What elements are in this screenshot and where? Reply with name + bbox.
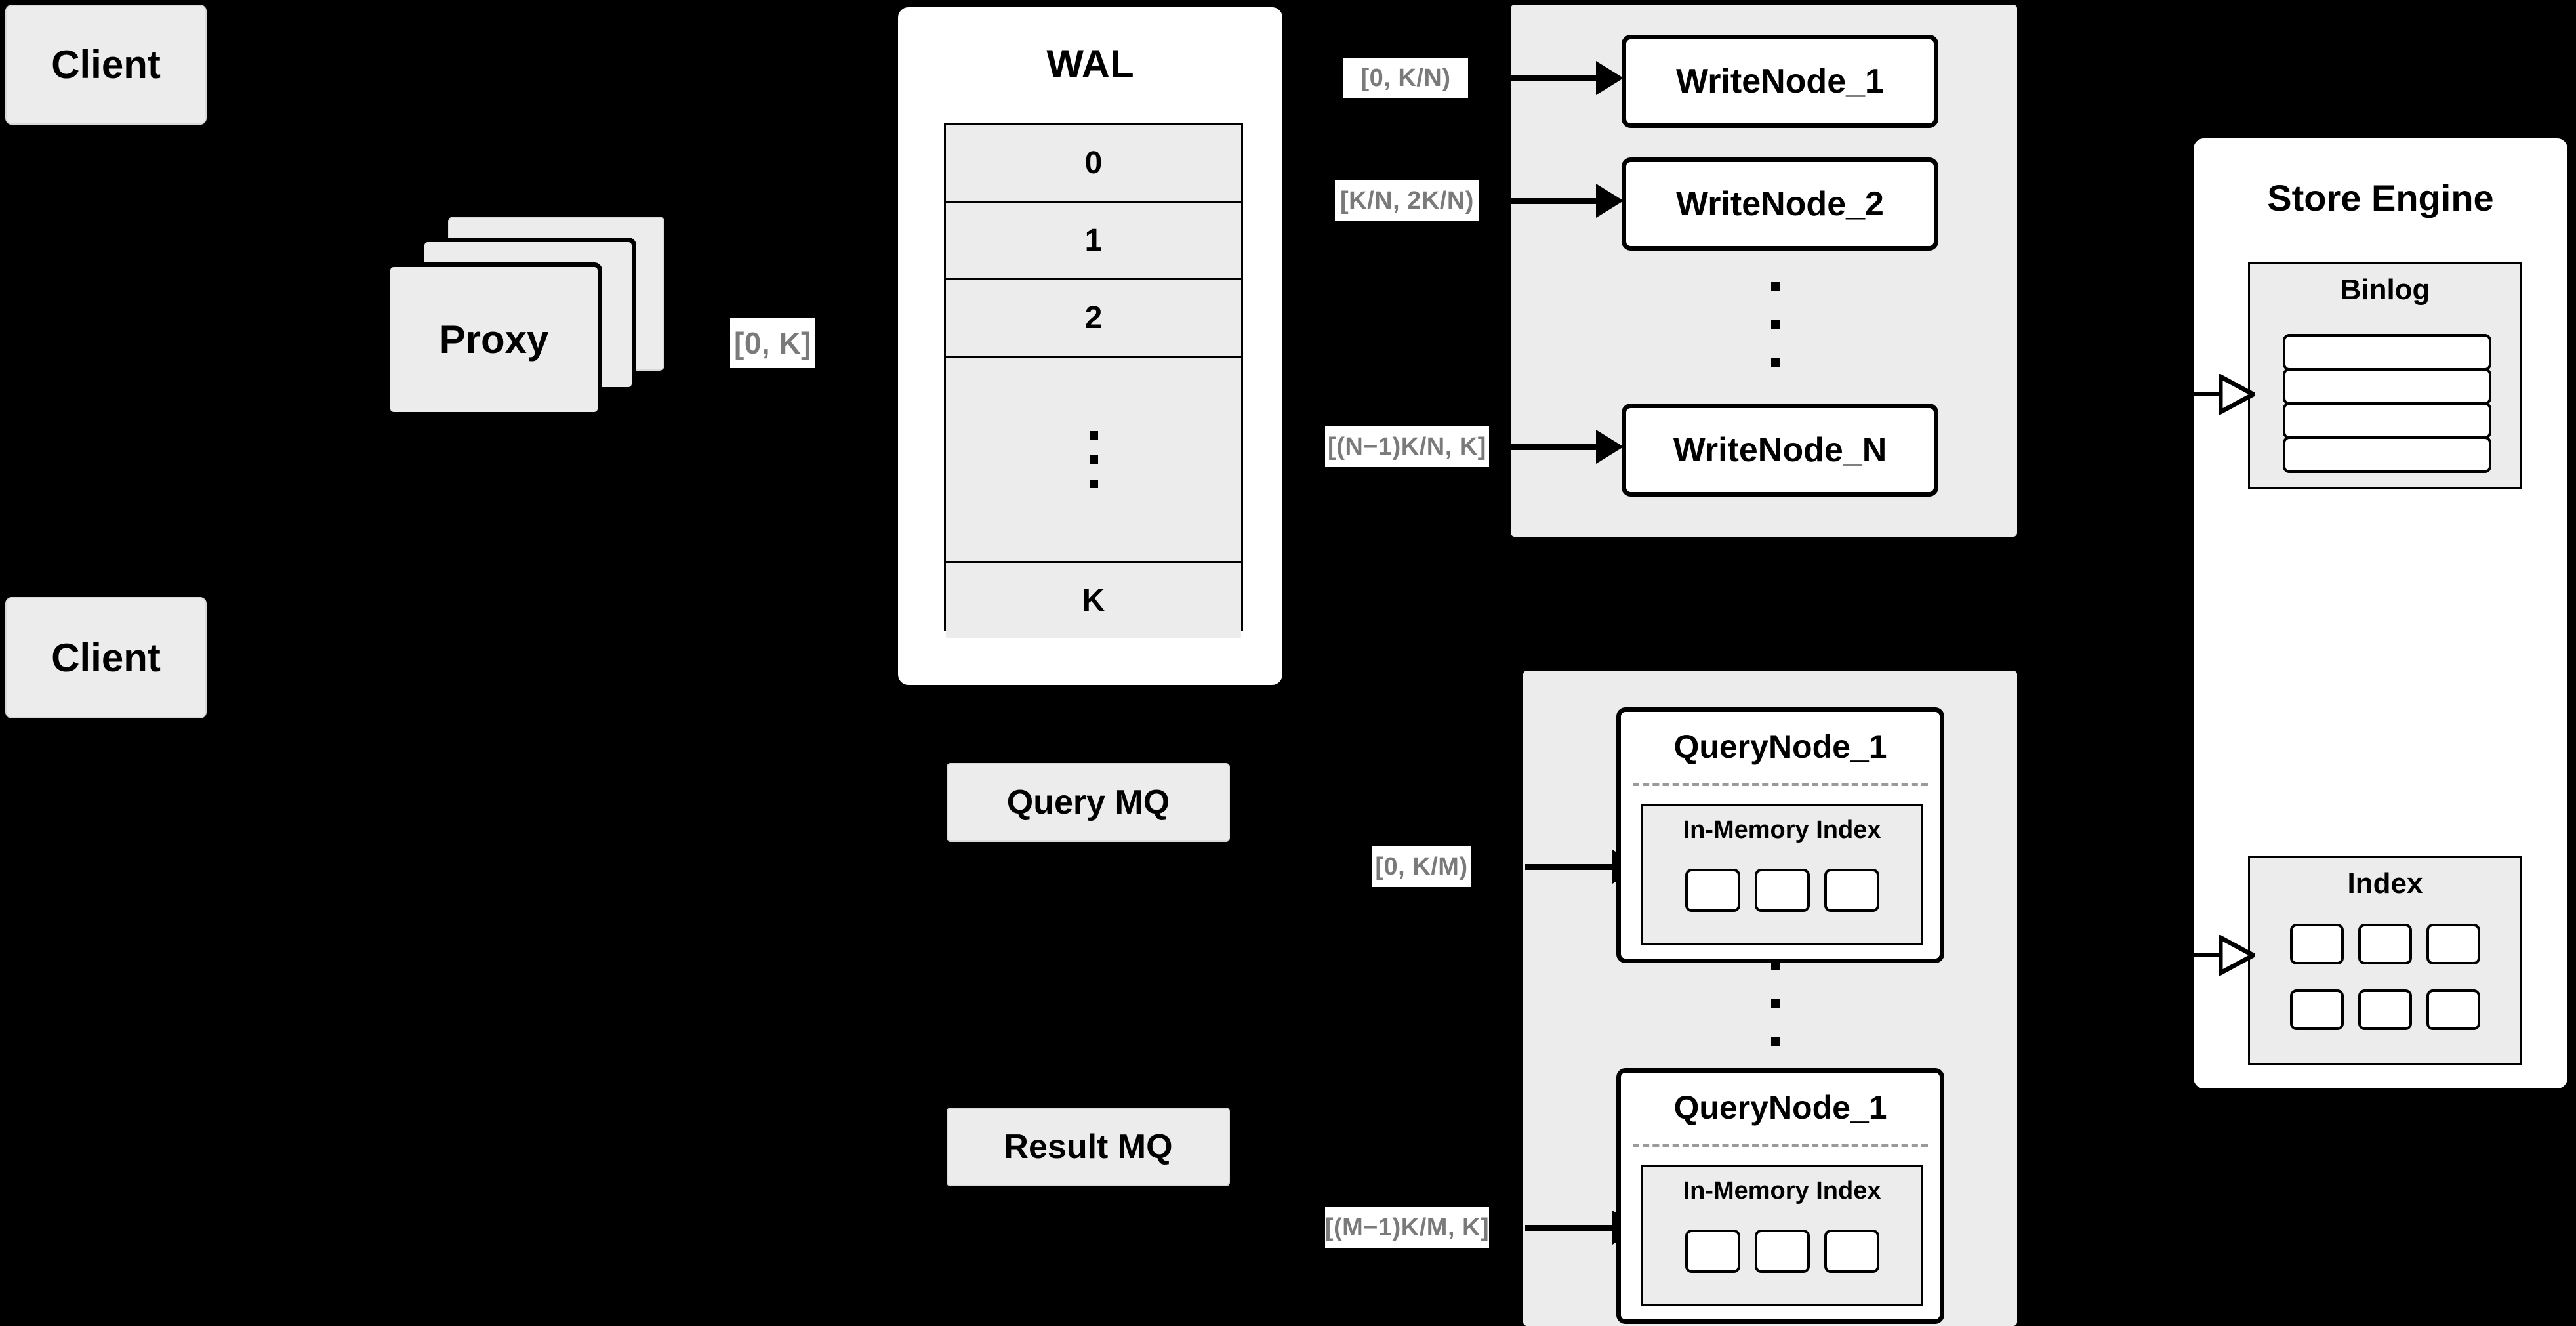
binlog-arrowhead-icon [2219,374,2255,415]
query-node-1-divider [1633,783,1928,786]
index-box: Index [2248,856,2522,1065]
binlog-title: Binlog [2340,274,2430,306]
write-node-2-range-label: [K/N, 2K/N) [1335,180,1479,221]
wal-ellipsis-icon [1089,430,1098,488]
query-node-1-arrow-line [1525,864,1614,870]
query-node-2-label: QueryNode_1 [1673,1089,1887,1126]
proxy-range-label: [0, K] [730,318,815,368]
write-node-1-arrow-line [1509,75,1597,81]
client-box-1[interactable]: Client [5,5,207,125]
binlog-box: Binlog [2248,262,2522,489]
wal-row-label-2: 2 [1084,300,1103,335]
wal-row-label-0: 0 [1084,146,1103,180]
wal-row-label-k: K [1082,583,1105,618]
write-node-n-box[interactable]: WriteNode_N [1622,404,1938,497]
query-node-2-index-title: In-Memory Index [1683,1177,1881,1205]
binlog-row [2283,368,2491,405]
wal-table: 0 1 2 K [944,123,1243,638]
binlog-row [2283,402,2491,439]
index-arrowhead-icon [2219,935,2255,976]
wal-row-ellipsis [946,358,1241,563]
write-node-2-box[interactable]: WriteNode_2 [1622,157,1938,251]
query-node-2-box[interactable]: QueryNode_1 In-Memory Index [1616,1068,1944,1324]
query-node-2-index-slot [1685,1230,1740,1273]
query-node-1-index-slot [1754,869,1810,912]
write-node-2-range-text: [K/N, 2K/N) [1340,186,1474,215]
write-node-2-label: WriteNode_2 [1676,185,1884,223]
index-title: Index [2347,867,2423,900]
query-node-2-divider [1633,1144,1928,1147]
store-engine-title: Store Engine [2267,177,2494,218]
query-node-1-box[interactable]: QueryNode_1 In-Memory Index [1616,707,1944,963]
result-mq-box[interactable]: Result MQ [947,1108,1230,1186]
query-node-1-label: QueryNode_1 [1673,728,1887,765]
proxy-card-front[interactable]: Proxy [386,262,602,417]
query-node-1-inmemory-index: In-Memory Index [1641,804,1923,945]
write-node-1-range-label: [0, K/N) [1343,58,1468,98]
write-node-1-arrowhead-icon [1596,61,1624,95]
proxy-label: Proxy [439,318,549,362]
wal-row-2: 2 [946,280,1241,358]
wal-row-0: 0 [946,125,1241,203]
client-label-2: Client [51,636,161,680]
query-node-2-inmemory-index: In-Memory Index [1641,1165,1923,1306]
index-slot [2426,924,2480,964]
binlog-arrow-line [2186,392,2224,396]
query-mq-box[interactable]: Query MQ [947,763,1230,842]
wal-row-label-1: 1 [1084,223,1103,258]
write-node-n-label: WriteNode_N [1673,431,1887,469]
query-node-2-index-slot [1754,1230,1810,1273]
client-label-1: Client [51,43,161,87]
client-box-2[interactable]: Client [5,597,207,718]
index-slot [2290,989,2344,1030]
query-node-2-arrow-line [1525,1225,1614,1231]
write-node-2-arrowhead-icon [1596,184,1624,218]
query-mq-label: Query MQ [1006,783,1170,821]
result-mq-label: Result MQ [1004,1128,1173,1166]
query-node-2-index-slot [1824,1230,1879,1273]
write-node-n-arrow-line [1509,444,1597,450]
proxy-range-text: [0, K] [734,326,811,360]
query-node-1-index-title: In-Memory Index [1683,816,1881,844]
binlog-row [2283,334,2491,371]
binlog-row [2283,436,2491,473]
query-node-1-range-text: [0, K/M) [1375,852,1468,881]
index-slot [2358,924,2412,964]
write-node-n-range-text: [(N−1)K/N, K] [1328,432,1486,461]
write-node-1-range-text: [0, K/N) [1360,64,1451,92]
query-node-1-index-slot [1824,869,1879,912]
write-node-2-arrow-line [1509,198,1597,204]
wal-row-1: 1 [946,203,1241,280]
index-slot [2290,924,2344,964]
write-node-1-label: WriteNode_1 [1676,62,1884,100]
write-node-n-range-label: [(N−1)K/N, K] [1325,426,1489,467]
index-arrow-line [2186,953,2224,957]
wal-title: WAL [1046,42,1134,86]
write-cluster-ellipsis-icon [1771,282,1780,367]
query-node-1-index-slot [1685,869,1740,912]
query-node-1-range-label: [0, K/M) [1372,846,1471,887]
query-cluster-ellipsis-icon [1771,961,1780,1046]
write-node-1-box[interactable]: WriteNode_1 [1622,35,1938,128]
index-slot [2358,989,2412,1030]
index-slot [2426,989,2480,1030]
query-node-2-range-text: [(M−1)K/M, K] [1324,1213,1490,1241]
wal-row-k: K [946,563,1241,638]
write-node-n-arrowhead-icon [1596,430,1624,464]
query-node-2-range-label: [(M−1)K/M, K] [1325,1207,1489,1248]
